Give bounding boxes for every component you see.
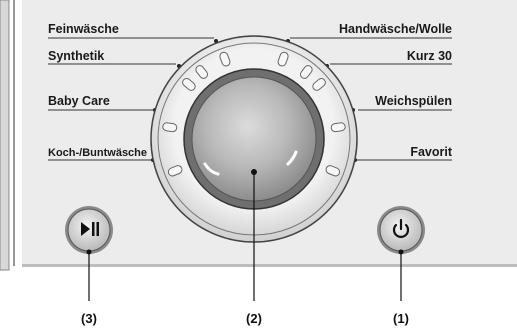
callout-power: (1) bbox=[393, 311, 409, 326]
program-label-synthetik: Synthetik bbox=[48, 49, 104, 63]
program-label-weichspuelen: Weichspülen bbox=[375, 94, 452, 108]
indicator-lamp bbox=[299, 65, 313, 79]
program-label-feinwaesche: Feinwäsche bbox=[48, 22, 119, 36]
indicator-lamp bbox=[182, 77, 196, 91]
indicator-lamp bbox=[330, 122, 346, 133]
leader-lines bbox=[48, 37, 452, 161]
program-label-koch-buntwaesche: Koch-/Buntwäsche bbox=[48, 147, 147, 159]
program-label-favorit: Favorit bbox=[410, 145, 453, 159]
program-selector-dial[interactable] bbox=[150, 35, 358, 243]
callout-program-selector: (2) bbox=[246, 311, 262, 326]
indicator-lamp bbox=[277, 51, 289, 67]
indicator-lamp bbox=[312, 77, 326, 91]
program-label-handwaesche-wolle: Handwäsche/Wolle bbox=[339, 22, 452, 36]
door-edge bbox=[0, 0, 10, 271]
program-label-kurz-30: Kurz 30 bbox=[407, 49, 452, 63]
indicator-lamp bbox=[219, 51, 231, 67]
program-indicator-lamps bbox=[162, 51, 346, 177]
callout-start-pause: (3) bbox=[81, 311, 97, 326]
knob-highlight-left bbox=[203, 162, 220, 176]
play-pause-icon bbox=[81, 222, 99, 236]
panel-edge-bottom bbox=[22, 264, 517, 267]
indicator-lamp bbox=[167, 165, 183, 177]
callout-lines bbox=[88, 172, 402, 301]
power-icon bbox=[392, 218, 410, 238]
knob-highlight-right bbox=[286, 150, 298, 166]
power-button[interactable] bbox=[377, 206, 425, 254]
program-label-baby-care: Baby Care bbox=[48, 94, 110, 108]
indicator-lamp bbox=[162, 122, 178, 133]
start-pause-button[interactable] bbox=[65, 206, 113, 254]
indicator-lamp bbox=[325, 165, 341, 177]
indicator-lamp bbox=[195, 65, 209, 79]
